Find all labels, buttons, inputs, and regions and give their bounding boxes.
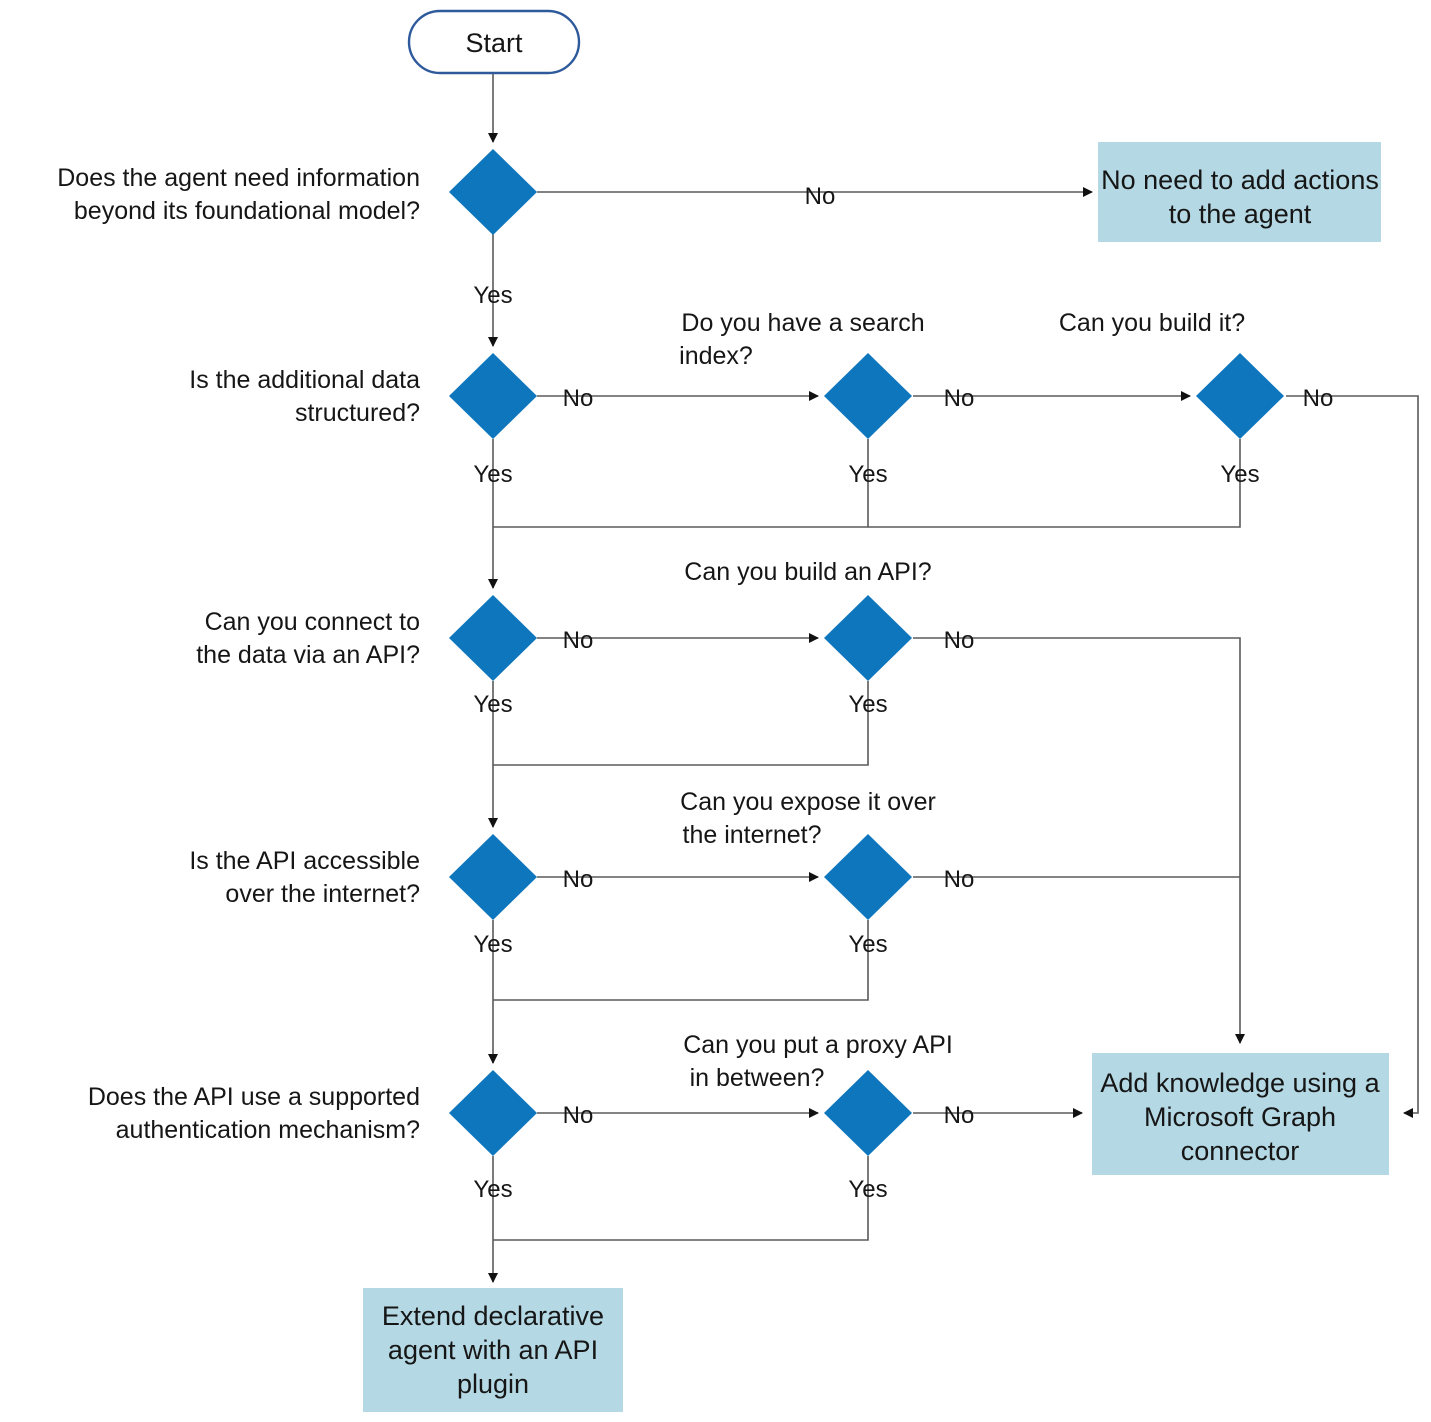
decision-build-api-label-line1: Can you build an API? (684, 558, 931, 586)
edge-label-expose-internet-yes: Yes (848, 931, 887, 958)
edge-label-search-index-no: No (944, 385, 975, 412)
outcome-graph-connector-line3: connector (1181, 1136, 1300, 1166)
outcome-no-actions-line1: No need to add actions (1101, 165, 1379, 195)
decision-supported-auth[interactable] (449, 1070, 537, 1156)
edge-build-api-no (913, 637, 1245, 1044)
edge-proxy-api-yes (493, 1156, 869, 1241)
edge-label-connect-api-no: No (563, 627, 594, 654)
decision-expose-internet[interactable] (824, 834, 912, 920)
outcome-api-plugin-line1: Extend declarative (382, 1301, 604, 1331)
outcome-api-plugin[interactable] (363, 1288, 623, 1412)
decision-supported-auth-label-line1: Does the API use a supported (88, 1083, 420, 1111)
edge-label-build-api-no: No (944, 627, 975, 654)
decision-api-internet-label-line1: Is the API accessible (189, 847, 420, 875)
decision-build-index[interactable] (1196, 353, 1284, 439)
decision-build-index-label-line1: Can you build it? (1059, 309, 1245, 337)
edge-label-need-info-yes: Yes (473, 282, 512, 309)
decision-structured-label-line2: structured? (295, 399, 420, 427)
edge-label-structured-yes: Yes (473, 461, 512, 488)
edge-build-index-yes (493, 439, 1241, 528)
decision-connect-api-label-line1: Can you connect to (205, 608, 420, 636)
outcome-no-actions-line2: to the agent (1169, 199, 1312, 229)
decision-supported-auth-label-line2: authentication mechanism? (116, 1116, 420, 1144)
edge-expose-internet-yes (493, 920, 869, 1001)
edge-label-api-internet-yes: Yes (473, 931, 512, 958)
edge-label-proxy-api-no: No (944, 1102, 975, 1129)
outcome-graph-connector-line1: Add knowledge using a (1100, 1068, 1380, 1098)
decision-expose-internet-label-line2: the internet? (683, 821, 822, 849)
decision-proxy-api[interactable] (824, 1070, 912, 1156)
outcome-graph-connector[interactable] (1092, 1053, 1389, 1175)
edge-build-api-yes (493, 681, 869, 766)
decision-expose-internet-label-line1: Can you expose it over (680, 788, 936, 816)
decision-need-info-label-line2: beyond its foundational model? (74, 197, 420, 225)
edge-label-connect-api-yes: Yes (473, 691, 512, 718)
edge-label-api-internet-no: No (563, 866, 594, 893)
decision-structured[interactable] (449, 353, 537, 439)
decision-proxy-api-label-line2: in between? (690, 1064, 825, 1092)
edge-label-build-index-no: No (1303, 385, 1334, 412)
decision-structured-label-line1: Is the additional data (189, 366, 420, 394)
decision-search-index[interactable] (824, 353, 912, 439)
decision-need-info[interactable] (449, 149, 537, 235)
decision-connect-api-label-line2: the data via an API? (196, 641, 420, 669)
edge-label-supported-auth-yes: Yes (473, 1176, 512, 1203)
edge-label-need-info-no: No (805, 183, 836, 210)
decision-search-index-label-line1: Do you have a search (681, 309, 924, 337)
outcome-no-actions[interactable] (1098, 142, 1381, 242)
edge-label-structured-no: No (563, 385, 594, 412)
edge-label-supported-auth-no: No (563, 1102, 594, 1129)
start-node[interactable] (407, 9, 581, 75)
outcome-api-plugin-line3: plugin (457, 1369, 529, 1399)
outcome-graph-connector-line2: Microsoft Graph (1144, 1102, 1336, 1132)
edge-build-index-no (1286, 395, 1419, 1118)
edge-label-build-api-yes: Yes (848, 691, 887, 718)
edge-label-proxy-api-yes: Yes (848, 1176, 887, 1203)
edge-label-build-index-yes: Yes (1220, 461, 1259, 488)
decision-build-api[interactable] (824, 595, 912, 681)
decision-search-index-label-line2: index? (679, 342, 753, 370)
edge-label-expose-internet-no: No (944, 866, 975, 893)
outcome-api-plugin-line2: agent with an API (388, 1335, 598, 1365)
decision-connect-api[interactable] (449, 595, 537, 681)
decision-api-internet-label-line2: over the internet? (225, 880, 420, 908)
decision-api-internet[interactable] (449, 834, 537, 920)
decision-proxy-api-label-line1: Can you put a proxy API (683, 1031, 953, 1059)
start-label: Start (465, 28, 523, 58)
decision-need-info-label-line1: Does the agent need information (57, 164, 420, 192)
edge-label-search-index-yes: Yes (848, 461, 887, 488)
